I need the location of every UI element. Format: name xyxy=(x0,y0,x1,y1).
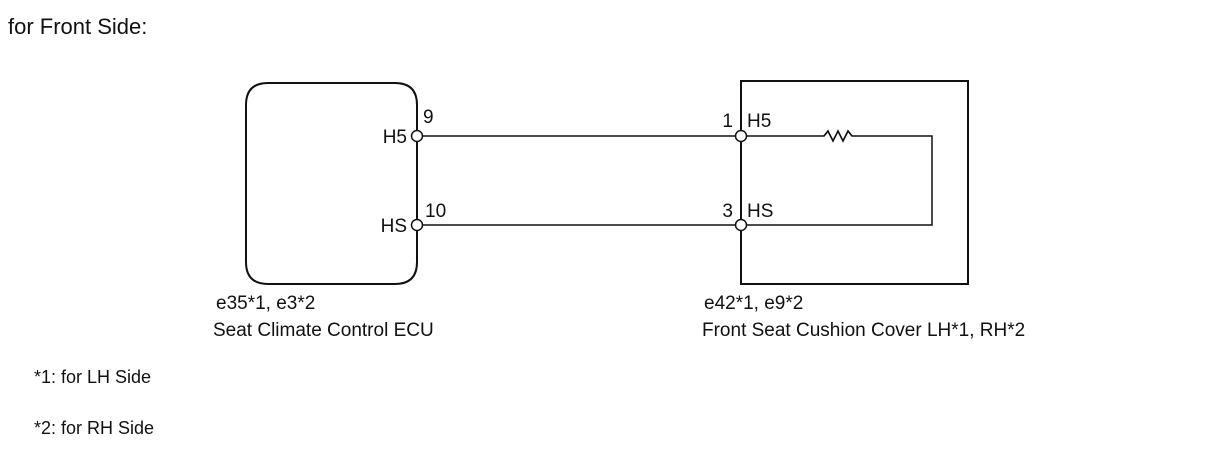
diagram-heading: for Front Side: xyxy=(8,14,148,39)
ecu-box xyxy=(245,82,418,285)
cover-pin-1-label: 1 xyxy=(722,111,733,132)
ecu-pin-h5-connector xyxy=(410,129,424,143)
ecu-pin-9-label: 9 xyxy=(423,107,434,128)
footnote-lh: *1: for LH Side xyxy=(34,367,152,387)
ecu-connector-code: e35*1, e3*2 xyxy=(216,293,316,314)
ecu-pin-hs-connector xyxy=(410,218,424,232)
cushion-cover-box xyxy=(740,80,969,285)
cover-name: Front Seat Cushion Cover LH*1, RH*2 xyxy=(702,320,1026,341)
ecu-terminal-hs-label: HS xyxy=(381,216,407,237)
footnote-rh: *2: for RH Side xyxy=(34,418,155,438)
cover-pin-3-label: 3 xyxy=(722,201,733,222)
heater-circuit xyxy=(747,129,933,226)
cover-connector-code: e42*1, e9*2 xyxy=(704,293,804,314)
ecu-name: Seat Climate Control ECU xyxy=(213,320,434,341)
cover-terminal-hs-label: HS xyxy=(747,201,773,222)
resistor-icon xyxy=(823,129,853,143)
cover-terminal-h5-label: H5 xyxy=(747,111,771,132)
ecu-terminal-h5-label: H5 xyxy=(383,127,407,148)
ecu-pin-10-label: 10 xyxy=(425,201,446,222)
cover-pin-h5-connector xyxy=(734,129,748,143)
cover-pin-hs-connector xyxy=(734,218,748,232)
